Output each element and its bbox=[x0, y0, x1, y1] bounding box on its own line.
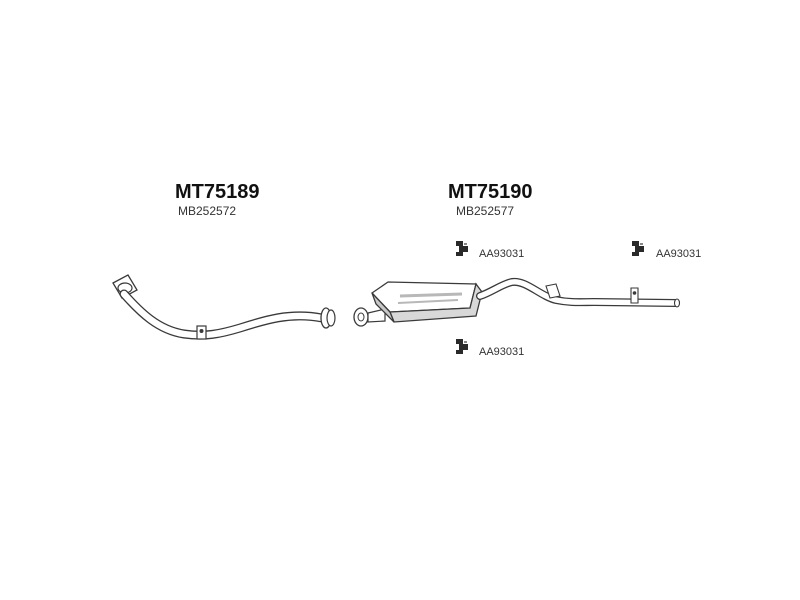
silencer-inlet-flange bbox=[353, 307, 369, 327]
silencer-box bbox=[371, 281, 483, 323]
front-pipe bbox=[112, 274, 336, 340]
part-number-front-pipe: MT75189 bbox=[175, 181, 260, 203]
pipe-bracket bbox=[196, 325, 207, 340]
mid-pipe-hanger bbox=[545, 283, 561, 299]
part-number-silencer: MT75190 bbox=[448, 181, 533, 203]
oem-number-silencer: MB252577 bbox=[456, 204, 515, 218]
rubber-mount-icon bbox=[632, 241, 644, 256]
outlet-flange bbox=[320, 307, 336, 329]
rubber-mount-icon bbox=[456, 339, 468, 354]
rubber-mount-icon bbox=[456, 241, 468, 256]
tailpipe-hanger bbox=[630, 287, 639, 304]
mount-code-upper-right: AA93031 bbox=[656, 248, 702, 260]
oem-number-front-pipe: MB252572 bbox=[178, 204, 237, 218]
silencer-assembly bbox=[353, 277, 681, 327]
mount-code-lower: AA93031 bbox=[479, 346, 525, 358]
mount-code-upper-left: AA93031 bbox=[479, 248, 525, 260]
